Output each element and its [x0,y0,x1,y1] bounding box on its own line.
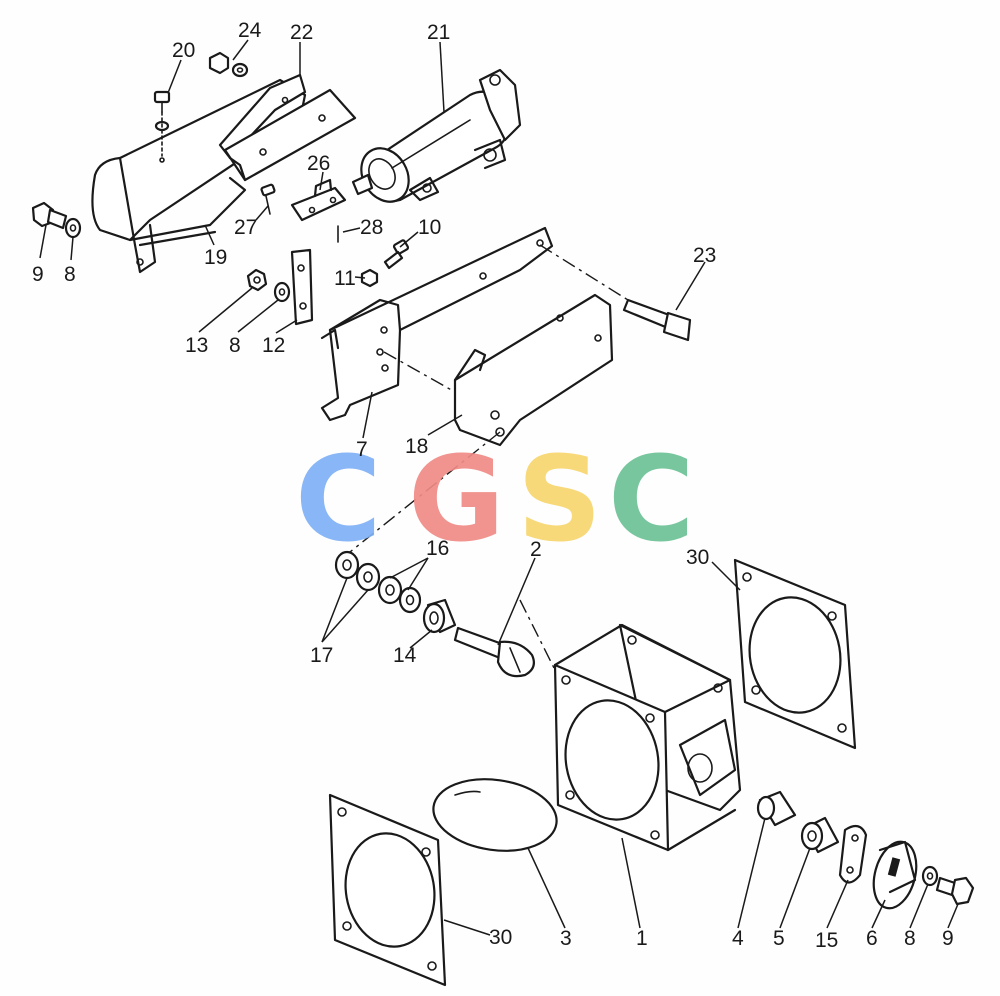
part-30-gasket-upper [733,558,857,750]
callout-14: 14 [393,644,417,667]
callout-19: 19 [204,246,227,269]
callout-24: 24 [238,19,262,42]
callout-1: 1 [636,927,648,950]
watermark-letter-1: C [295,430,382,568]
callout-8-mid: 8 [229,334,241,357]
watermark-letter-3: S [517,430,602,568]
part-3-disc [432,778,558,852]
part-1-housing [553,623,742,852]
center-lines [339,244,629,681]
part-8-washer-upper [273,281,291,303]
callout-21: 21 [427,21,450,44]
callout-2: 2 [530,538,542,561]
callout-22: 22 [290,21,313,44]
part-8-washer-left [64,217,82,239]
part-21-cylinder [351,68,522,203]
part-13-nut [246,268,268,292]
callout-8-left: 8 [64,263,76,286]
callout-16: 16 [426,537,449,560]
callout-15: 15 [815,929,838,952]
callout-20: 20 [172,39,195,62]
callout-labels: 20 24 22 21 26 27 28 10 11 9 8 19 13 8 1… [32,19,954,952]
part-24-nut-washer [208,51,249,78]
part-22-bracket [218,73,357,182]
part-2-shaft [453,626,535,678]
callout-5: 5 [773,927,785,950]
part-5-bushing [800,816,840,854]
part-12-link-plate [290,248,314,326]
watermark-letter-2: G [408,430,505,568]
callout-7: 7 [356,438,368,461]
part-4-plug [756,790,797,827]
part-16-washers [377,575,422,614]
callout-9-left: 9 [32,263,44,286]
part-20-bolt [153,90,171,163]
callout-26: 26 [307,152,330,175]
part-8-washer-lower [921,865,939,887]
part-9-bolt-lower [935,876,975,906]
callout-6: 6 [866,927,878,950]
part-9-bolt-upper [31,201,68,230]
part-30-gasket-lower [328,793,447,987]
callout-28: 28 [360,216,383,239]
watermark-letter-4: C [608,430,695,568]
callout-4: 4 [732,927,744,950]
callout-11: 11 [334,267,356,290]
callout-18: 18 [405,435,428,458]
part-7-mounting-bracket [320,226,554,422]
callout-17: 17 [310,644,333,667]
callout-30-lower: 30 [489,926,512,949]
part-18-plate [453,293,614,447]
part-14-bushing [422,598,457,634]
part-27-bolt [260,183,276,215]
callout-30-upper: 30 [686,546,709,569]
callout-8-right: 8 [904,927,916,950]
part-23-long-bolt [622,298,692,342]
part-11-nut [360,268,379,288]
callout-13: 13 [185,334,208,357]
callout-3: 3 [560,927,572,950]
callout-23: 23 [693,244,716,267]
part-6-cover [872,840,918,910]
callout-12: 12 [262,334,285,357]
part-26-plate [290,178,347,222]
callout-9-right: 9 [942,927,954,950]
callout-27: 27 [234,216,257,239]
watermark-logo: C G S C [295,430,695,568]
leader-lines [39,39,959,936]
part-10-bolt [383,239,410,270]
part-15-gasket [838,824,868,884]
callout-10: 10 [418,216,441,239]
